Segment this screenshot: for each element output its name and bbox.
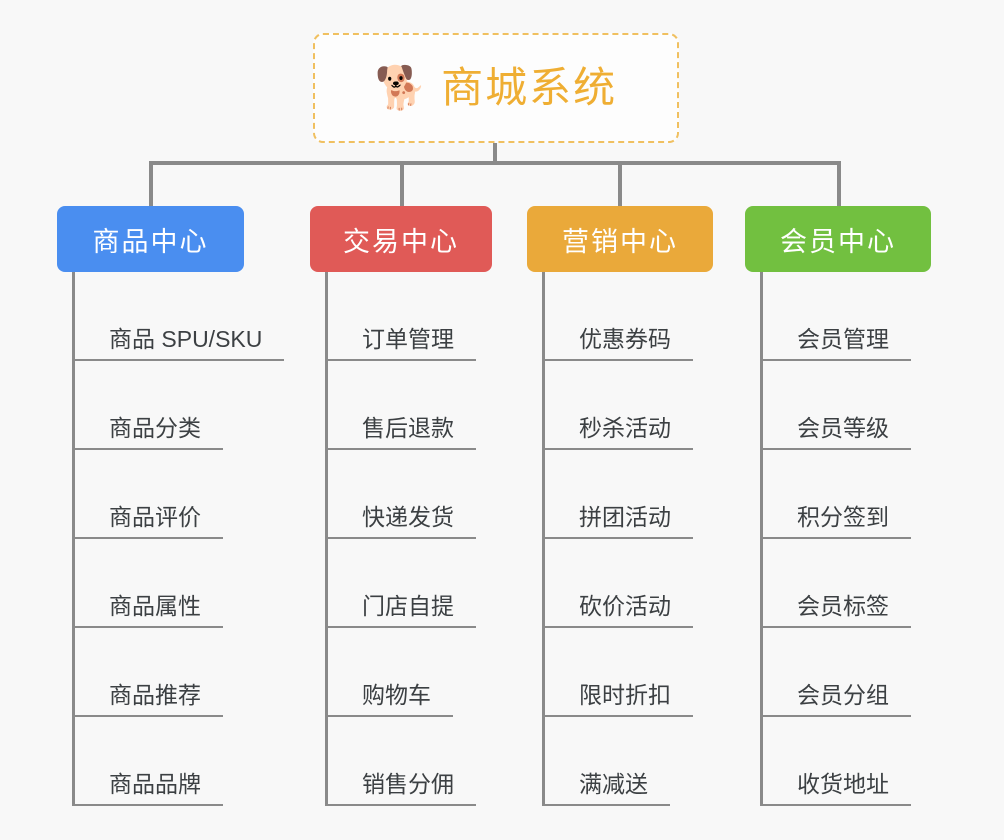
branch-marketing-center: 营销中心 优惠券码 秒杀活动 拼团活动 砍价活动 限时折扣 满减送: [527, 206, 757, 806]
list-item[interactable]: 购物车: [328, 628, 540, 717]
leaf-label: 优惠券码: [545, 326, 693, 361]
leaf-label: 会员等级: [763, 415, 911, 450]
branch-product-center: 商品中心 商品 SPU/SKU 商品分类 商品评价 商品属性 商品推荐 商品品牌: [57, 206, 287, 806]
branch-header-member-center[interactable]: 会员中心: [745, 206, 931, 272]
list-item[interactable]: 会员分组: [763, 628, 975, 717]
branch-header-marketing-center[interactable]: 营销中心: [527, 206, 713, 272]
connector-drop-product-center: [149, 161, 153, 206]
list-item[interactable]: 商品推荐: [75, 628, 287, 717]
list-item[interactable]: 会员等级: [763, 361, 975, 450]
leaf-label: 订单管理: [328, 326, 476, 361]
list-item[interactable]: 拼团活动: [545, 450, 757, 539]
leaf-label: 商品品牌: [75, 771, 223, 806]
leaf-label: 商品分类: [75, 415, 223, 450]
list-item[interactable]: 限时折扣: [545, 628, 757, 717]
list-item[interactable]: 售后退款: [328, 361, 540, 450]
leaf-label: 商品评价: [75, 504, 223, 539]
leaf-label: 砍价活动: [545, 593, 693, 628]
list-item[interactable]: 商品分类: [75, 361, 287, 450]
leaf-label: 门店自提: [328, 593, 476, 628]
connector-horizontal-bus: [149, 161, 841, 165]
leaf-label: 商品属性: [75, 593, 223, 628]
list-item[interactable]: 砍价活动: [545, 539, 757, 628]
connector-drop-member-center: [837, 161, 841, 206]
list-item[interactable]: 快递发货: [328, 450, 540, 539]
list-item[interactable]: 门店自提: [328, 539, 540, 628]
leaf-label: 购物车: [328, 682, 453, 717]
branch-trade-center: 交易中心 订单管理 售后退款 快递发货 门店自提 购物车 销售分佣: [310, 206, 540, 806]
shiba-dog-face-icon: 🐕: [374, 64, 428, 111]
list-item[interactable]: 订单管理: [328, 272, 540, 361]
leaf-list-trade-center: 订单管理 售后退款 快递发货 门店自提 购物车 销售分佣: [325, 272, 540, 806]
root-node-label: 商城系统: [441, 64, 618, 111]
leaf-label: 拼团活动: [545, 504, 693, 539]
list-item[interactable]: 销售分佣: [328, 717, 540, 806]
leaf-label: 会员标签: [763, 593, 911, 628]
list-item[interactable]: 优惠券码: [545, 272, 757, 361]
list-item[interactable]: 积分签到: [763, 450, 975, 539]
list-item[interactable]: 会员管理: [763, 272, 975, 361]
list-item[interactable]: 商品属性: [75, 539, 287, 628]
list-item[interactable]: 收货地址: [763, 717, 975, 806]
leaf-list-member-center: 会员管理 会员等级 积分签到 会员标签 会员分组 收货地址: [760, 272, 975, 806]
leaf-label: 满减送: [545, 771, 670, 806]
leaf-list-marketing-center: 优惠券码 秒杀活动 拼团活动 砍价活动 限时折扣 满减送: [542, 272, 757, 806]
leaf-label: 快递发货: [328, 504, 476, 539]
list-item[interactable]: 满减送: [545, 717, 757, 806]
list-item[interactable]: 商品品牌: [75, 717, 287, 806]
leaf-label: 销售分佣: [328, 771, 476, 806]
list-item[interactable]: 商品 SPU/SKU: [75, 272, 287, 361]
leaf-list-product-center: 商品 SPU/SKU 商品分类 商品评价 商品属性 商品推荐 商品品牌: [72, 272, 287, 806]
list-item[interactable]: 秒杀活动: [545, 361, 757, 450]
list-item[interactable]: 商品评价: [75, 450, 287, 539]
leaf-label: 积分签到: [763, 504, 911, 539]
leaf-label: 秒杀活动: [545, 415, 693, 450]
list-item[interactable]: 会员标签: [763, 539, 975, 628]
leaf-label: 商品 SPU/SKU: [75, 326, 285, 361]
connector-root-stem: [493, 143, 497, 164]
leaf-label: 商品推荐: [75, 682, 223, 717]
branch-member-center: 会员中心 会员管理 会员等级 积分签到 会员标签 会员分组 收货地址: [745, 206, 975, 806]
branch-header-trade-center[interactable]: 交易中心: [310, 206, 492, 272]
leaf-label: 售后退款: [328, 415, 476, 450]
connector-drop-trade-center: [400, 161, 404, 206]
leaf-label: 会员分组: [763, 682, 911, 717]
leaf-label: 限时折扣: [545, 682, 693, 717]
connector-drop-marketing-center: [618, 161, 622, 206]
leaf-label: 会员管理: [763, 326, 911, 361]
root-node-shop-system[interactable]: 🐕 商城系统: [313, 33, 679, 143]
branch-header-product-center[interactable]: 商品中心: [57, 206, 244, 272]
leaf-label: 收货地址: [763, 771, 911, 806]
